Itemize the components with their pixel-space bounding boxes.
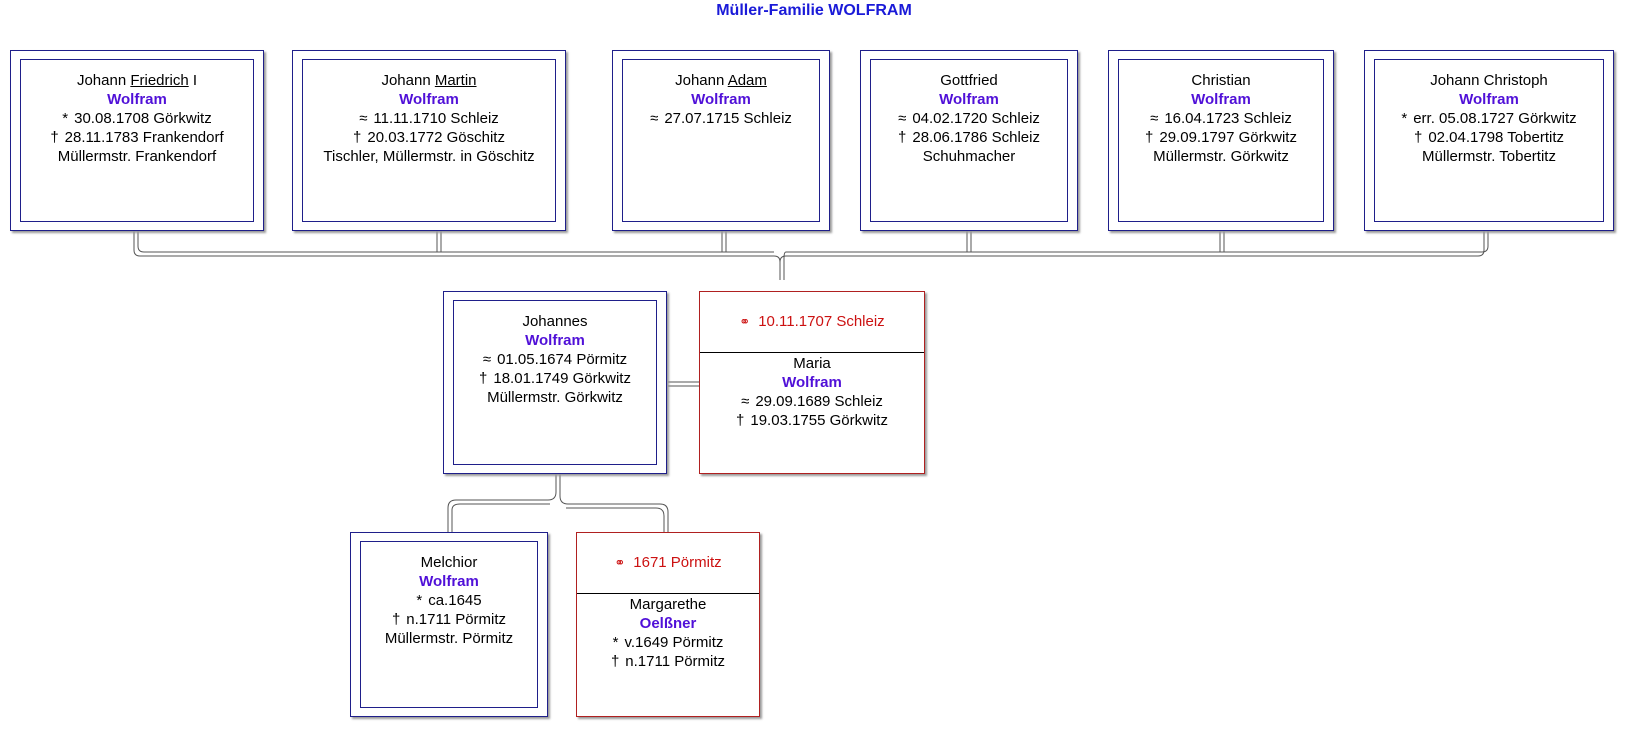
surname: Wolfram <box>399 91 459 108</box>
given-name: Johannes <box>522 313 588 330</box>
card-inner-frame <box>1374 59 1604 222</box>
baptism-icon: ≈ <box>1150 110 1159 127</box>
death-cross-icon: † <box>610 653 620 670</box>
baptism-icon: ≈ <box>482 351 492 368</box>
card-inner-frame <box>1118 59 1324 222</box>
person-card-johann-martin[interactable]: Johann Martin Wolfram ≈11.11.1710 Schlei… <box>292 50 566 231</box>
page-title: Müller-Familie WOLFRAM <box>716 2 912 19</box>
given-name: Maria <box>793 355 831 372</box>
baptism-line: ≈29.09.1689 Schleiz <box>741 393 883 410</box>
marriage-rings-icon: ⚭ <box>739 314 751 329</box>
given-name: Christian <box>1191 72 1251 89</box>
person-card-melchior[interactable]: Melchior Wolfram *ca.1645 †n.1711 Pörmit… <box>350 532 548 717</box>
death-cross-icon: † <box>1145 129 1154 146</box>
given-name: Gottfried <box>940 72 998 89</box>
occupation: Tischler, Müllermstr. in Göschitz <box>323 148 535 165</box>
occupation: Müllermstr. Görkwitz <box>1153 148 1289 165</box>
card-inner-frame <box>622 59 820 222</box>
death-line: †n.1711 Pörmitz <box>610 653 726 670</box>
person-card-christian[interactable]: Christian Wolfram ≈16.04.1723 Schleiz †2… <box>1108 50 1334 231</box>
baptism-icon: ≈ <box>741 393 750 410</box>
baptism-line: ≈27.07.1715 Schleiz <box>650 110 792 127</box>
baptism-icon: ≈ <box>650 110 659 127</box>
given-name: Melchior <box>420 554 478 571</box>
given-name: Johann Friedrich I <box>76 72 198 89</box>
baptism-line: ≈01.05.1674 Pörmitz <box>482 351 628 368</box>
given-name: Margarethe <box>629 596 707 613</box>
death-line: †n.1711 Pörmitz <box>391 611 507 628</box>
person-card-johann-friedrich[interactable]: Johann Friedrich I Wolfram *30.08.1708 G… <box>10 50 264 231</box>
death-cross-icon: † <box>50 129 59 146</box>
birth-icon: * <box>62 110 69 127</box>
surname: Wolfram <box>525 332 585 349</box>
surname: Wolfram <box>1191 91 1251 108</box>
death-line: †28.06.1786 Schleiz <box>898 129 1040 146</box>
death-line: †20.03.1772 Göschitz <box>353 129 505 146</box>
baptism-icon: ≈ <box>359 110 368 127</box>
card-inner-frame <box>302 59 556 222</box>
surname: Wolfram <box>1459 91 1519 108</box>
given-name: Johann Martin <box>381 72 477 89</box>
given-name: Johann Christoph <box>1430 72 1548 89</box>
person-card-johann-adam[interactable]: Johann Adam Wolfram ≈27.07.1715 Schleiz <box>612 50 830 231</box>
death-cross-icon: † <box>479 370 488 387</box>
occupation: Müllermstr. Tobertitz <box>1422 148 1556 165</box>
person-card-johann-christoph[interactable]: Johann Christoph Wolfram *err. 05.08.172… <box>1364 50 1614 231</box>
death-line: †18.01.1749 Görkwitz <box>479 370 631 387</box>
card-inner-frame <box>20 59 254 222</box>
surname: Wolfram <box>782 374 842 391</box>
birth-line: *v.1649 Pörmitz <box>612 634 724 651</box>
surname: Oelßner <box>639 615 697 632</box>
birth-icon: * <box>612 634 619 651</box>
occupation: Müllermstr. Pörmitz <box>384 630 514 647</box>
marriage-header: ⚭ 1671 Pörmitz <box>577 533 759 594</box>
given-name: Johann Adam <box>675 72 767 89</box>
birth-line: *err. 05.08.1727 Görkwitz <box>1401 110 1577 127</box>
surname: Wolfram <box>691 91 751 108</box>
person-card-johannes[interactable]: Johannes Wolfram ≈01.05.1674 Pörmitz †18… <box>443 291 667 474</box>
birth-line: *ca.1645 <box>416 592 482 609</box>
birth-icon: * <box>1401 110 1408 127</box>
occupation: Schuhmacher <box>922 148 1016 165</box>
marriage-date: 10.11.1707 Schleiz <box>758 313 885 330</box>
person-card-gottfried[interactable]: Gottfried Wolfram ≈04.02.1720 Schleiz †2… <box>860 50 1078 231</box>
baptism-line: ≈16.04.1723 Schleiz <box>1150 110 1292 127</box>
death-line: †02.04.1798 Tobertitz <box>1413 129 1564 146</box>
death-cross-icon: † <box>736 412 745 429</box>
card-inner-frame <box>360 541 538 708</box>
marriage-date: 1671 Pörmitz <box>633 554 722 571</box>
spouse-card-margarethe[interactable]: ⚭ 1671 Pörmitz Margarethe Oelßner *v.1649… <box>576 532 760 717</box>
baptism-line: ≈04.02.1720 Schleiz <box>898 110 1040 127</box>
marriage-rings-icon: ⚭ <box>614 555 626 570</box>
card-inner-frame <box>453 300 657 465</box>
occupation: Müllermstr. Görkwitz <box>487 389 623 406</box>
card-inner-frame <box>870 59 1068 222</box>
death-cross-icon: † <box>391 611 401 628</box>
baptism-line: ≈11.11.1710 Schleiz <box>359 110 499 127</box>
baptism-icon: ≈ <box>898 110 907 127</box>
birth-icon: * <box>416 592 423 609</box>
death-line: †29.09.1797 Görkwitz <box>1145 129 1297 146</box>
death-line: †19.03.1755 Görkwitz <box>736 412 888 429</box>
surname: Wolfram <box>107 91 167 108</box>
birth-line: *30.08.1708 Görkwitz <box>62 110 212 127</box>
death-line: †28.11.1783 Frankendorf <box>50 129 224 146</box>
death-cross-icon: † <box>1413 129 1423 146</box>
surname: Wolfram <box>939 91 999 108</box>
occupation: Müllermstr. Frankendorf <box>57 148 217 165</box>
spouse-card-maria[interactable]: ⚭ 10.11.1707 Schleiz Maria Wolfram ≈29.09… <box>699 291 925 474</box>
death-cross-icon: † <box>898 129 907 146</box>
marriage-header: ⚭ 10.11.1707 Schleiz <box>700 292 924 353</box>
death-cross-icon: † <box>353 129 362 146</box>
surname: Wolfram <box>419 573 479 590</box>
